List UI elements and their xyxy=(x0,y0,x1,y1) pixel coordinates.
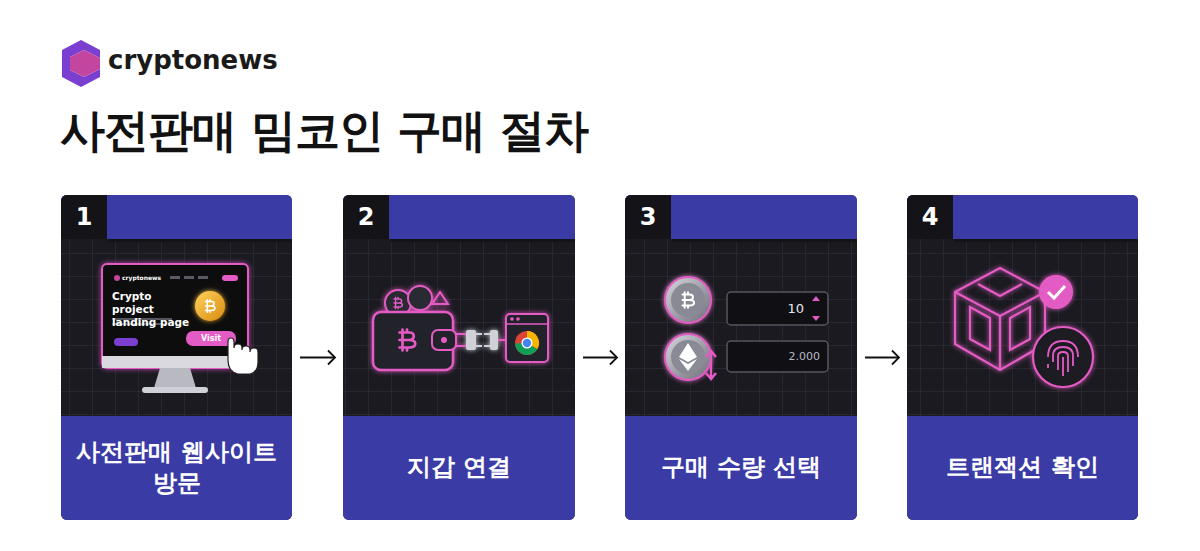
step-card: 3 구매 수량 선택 xyxy=(625,195,857,520)
step-number: 2 xyxy=(343,195,389,239)
amount-illustration xyxy=(665,277,828,380)
step-card: 4 트랜잭션 확인 xyxy=(907,195,1138,520)
card-grounds xyxy=(61,195,1138,520)
step-caption: 구매 수량 선택 xyxy=(625,416,857,520)
step-number: 3 xyxy=(625,195,671,239)
wallet-illustration xyxy=(373,286,548,370)
transaction-illustration xyxy=(955,268,1093,387)
flow-arrow xyxy=(865,351,899,365)
flow-arrow xyxy=(300,351,335,365)
step-number: 1 xyxy=(61,195,107,239)
step-card: 2 지갑 연결 xyxy=(343,195,575,520)
browser-logo xyxy=(515,331,539,355)
step-card: 1 사전판매 웹사이트 방문 xyxy=(61,195,292,520)
button-text: Visit xyxy=(186,331,236,346)
monitor-illustration xyxy=(102,264,258,393)
step-caption: 지갑 연결 xyxy=(343,416,575,520)
logo-icon xyxy=(62,40,100,87)
screen-heading: Crypto project landing page xyxy=(112,290,194,329)
screen-logo-text: cryptonews xyxy=(122,274,161,281)
amount-value: 10 xyxy=(732,292,804,325)
step-caption: 사전판매 웹사이트 방문 xyxy=(61,416,292,520)
logo-text: cryptonews xyxy=(108,45,278,75)
step-number: 4 xyxy=(907,195,953,239)
diagram-title: 사전판매 밈코인 구매 절차 xyxy=(60,101,588,161)
flow-arrow xyxy=(583,351,617,365)
amount-value: 2.000 xyxy=(732,341,820,372)
step-caption: 트랜잭션 확인 xyxy=(907,416,1138,520)
